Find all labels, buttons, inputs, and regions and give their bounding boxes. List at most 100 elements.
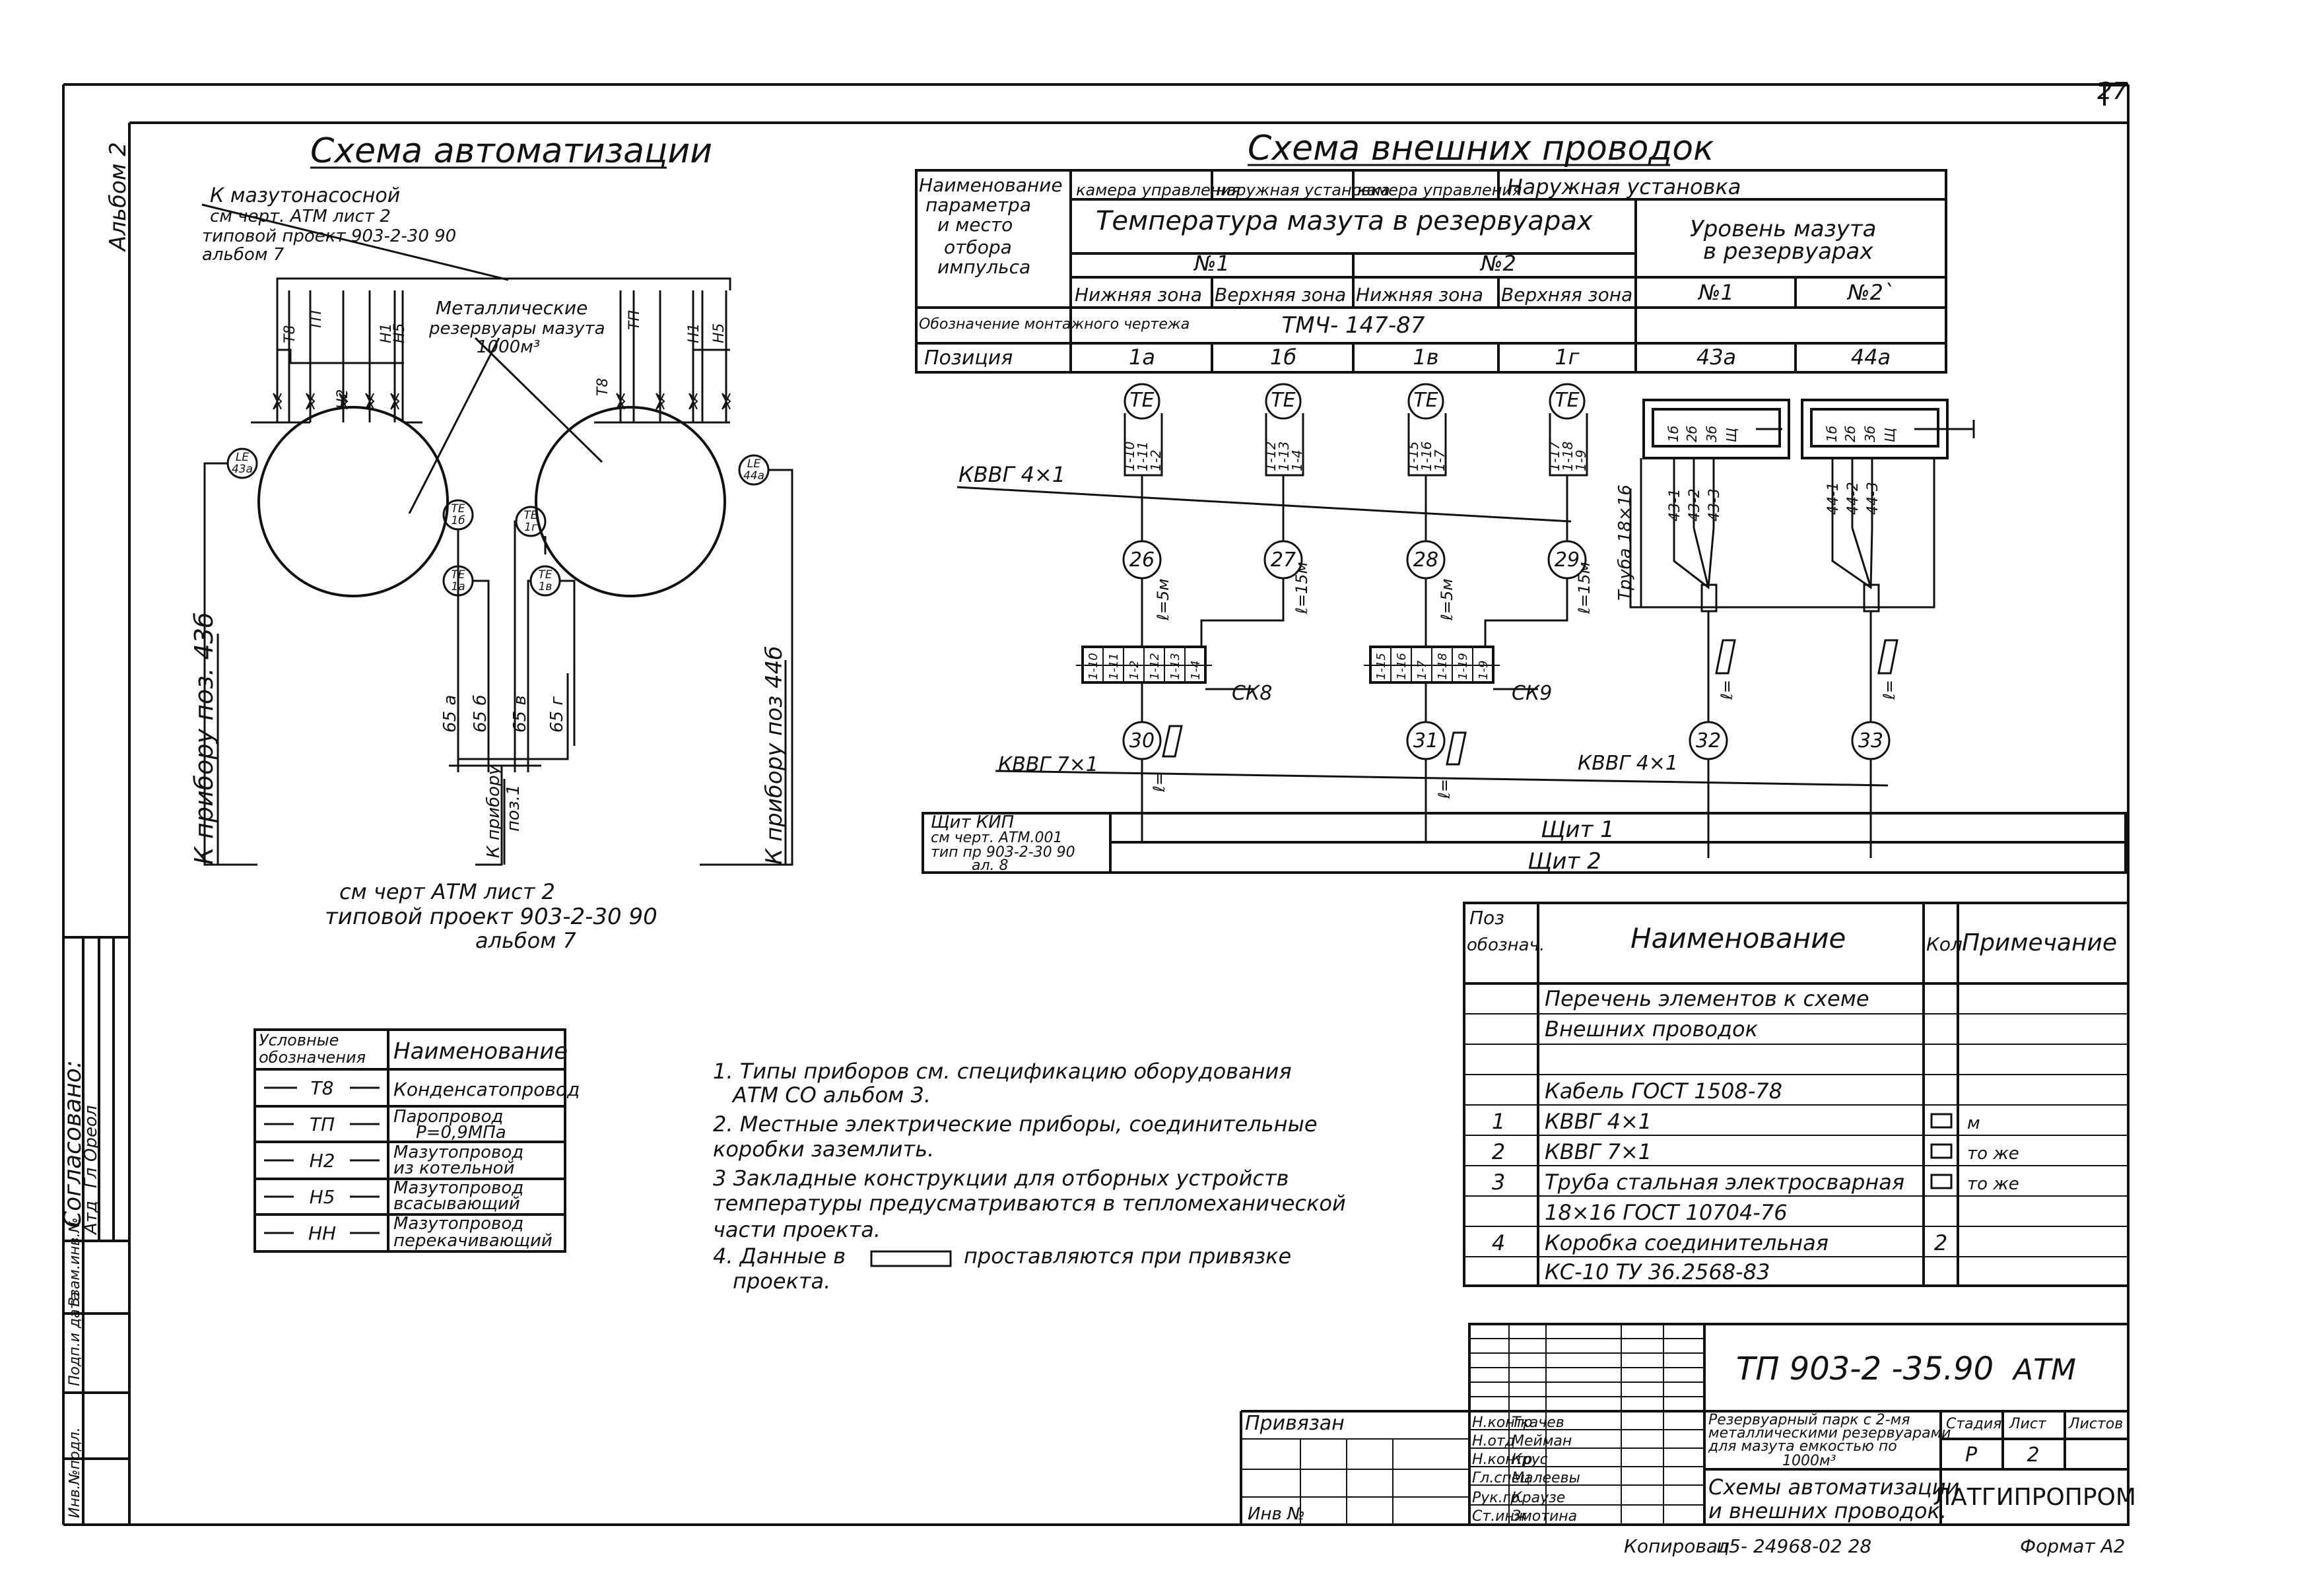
bottom-note-3: альбом 7 bbox=[475, 928, 577, 953]
cable-33-len: ℓ= bbox=[1880, 680, 1898, 700]
legend-name-n5-2: всасывающий bbox=[393, 1194, 520, 1214]
legend-name-n5-1: Мазутопровод bbox=[393, 1178, 523, 1198]
note-2-b: коробки заземлить. bbox=[713, 1137, 934, 1162]
svg-text:LE: LE bbox=[236, 451, 249, 464]
sensor-te-1g: ТЕ 1г bbox=[515, 506, 547, 537]
object-3: для мазута емкостью по bbox=[1708, 1438, 1897, 1455]
param-label-1: Наименование bbox=[919, 174, 1063, 196]
pipe-tag-left-4: Н1 bbox=[378, 323, 395, 343]
sheet-title-2: и внешних проводок. bbox=[1708, 1498, 1947, 1523]
box2-term-1: 1-15 bbox=[1374, 653, 1388, 680]
group-level-2: в резервуарах bbox=[1703, 238, 1873, 265]
label-to-pos1-a: К прибору bbox=[484, 764, 504, 858]
spec-row-5-note: то же bbox=[1967, 1144, 2019, 1164]
tank-1-label: №1 bbox=[1193, 251, 1230, 276]
note-4-box-symbol bbox=[870, 1250, 952, 1267]
legend-code-n5: Н5 bbox=[310, 1186, 335, 1208]
position-43a: 43а bbox=[1696, 345, 1736, 370]
level-tank-2: №2` bbox=[1846, 280, 1894, 305]
line-tag-65g: 65 г bbox=[547, 696, 567, 733]
role-4: Гл.спец bbox=[1472, 1470, 1530, 1486]
cable-29: 29 bbox=[1555, 549, 1580, 572]
line-tag-65b: 65 б bbox=[471, 695, 490, 733]
te-term-1g-1: 1-17 bbox=[1547, 441, 1562, 471]
legend-col1-a: Условные bbox=[259, 1031, 339, 1049]
level2-term-4: Щ bbox=[1882, 428, 1898, 442]
tank-left bbox=[257, 406, 449, 597]
spec-head-name: Наименование bbox=[1630, 922, 1846, 954]
position-1v: 1в bbox=[1413, 345, 1438, 370]
spec-head-pos-1: Поз bbox=[1469, 907, 1504, 929]
legend-col1-b: обозначения bbox=[259, 1048, 366, 1067]
panel-2: Щит 2 bbox=[1528, 848, 1601, 875]
level-tank-1: №1 bbox=[1697, 280, 1734, 305]
wire-43-3: 43-3 bbox=[1706, 488, 1723, 521]
note-4-a: 4. Данные в bbox=[713, 1244, 846, 1269]
te-term-1g-2: 1-18 bbox=[1560, 442, 1576, 471]
object-4: 1000м³ bbox=[1782, 1453, 1836, 1469]
cable-31: 31 bbox=[1413, 729, 1438, 752]
param-label-3: и место bbox=[937, 214, 1013, 236]
cable-29-len: ℓ=15м bbox=[1575, 562, 1594, 615]
level2-term-1: 1б bbox=[1824, 426, 1840, 442]
wiring-header-table: Схема внешних проводок Наименование bbox=[915, 129, 1947, 374]
box-label-sk9: СК9 bbox=[1512, 682, 1552, 705]
svg-text:1в: 1в bbox=[539, 580, 553, 593]
box2-term-6: 1-9 bbox=[1477, 661, 1491, 680]
pump-note-4: альбом 7 bbox=[202, 245, 285, 265]
param-label-4: отбора bbox=[944, 236, 1012, 258]
wire-44-1: 44-1 bbox=[1825, 482, 1842, 515]
legend-name-n2-2: из котельной bbox=[393, 1158, 515, 1178]
name-4: Малеевы bbox=[1512, 1470, 1580, 1486]
wiring-diagram: КВВГ 4×1 ТЕ ТЕ Т bbox=[922, 383, 2127, 875]
loc-4: Наружная установка bbox=[1507, 174, 1741, 199]
stamp-code: ТП 903-2 -35.90 bbox=[1736, 1350, 1994, 1387]
note-2-a: 2. Местные электрические приборы, соедин… bbox=[713, 1112, 1318, 1137]
legend-name-tp-1: Паропровод bbox=[393, 1107, 504, 1127]
name-6: Змотина bbox=[1512, 1508, 1577, 1525]
name-1: Ткачев bbox=[1512, 1414, 1564, 1431]
name-2: Мейман bbox=[1512, 1433, 1572, 1449]
spec-row-1-name: Внешних проводок bbox=[1545, 1016, 1759, 1042]
wire-43-1: 43-1 bbox=[1667, 488, 1683, 521]
role-5: Рук.гр. bbox=[1472, 1490, 1524, 1506]
wiring-title: Схема внешних проводок bbox=[1248, 129, 1714, 168]
box2-term-3: 1-7 bbox=[1415, 660, 1429, 680]
te-term-1a-3: 1-2 bbox=[1148, 449, 1164, 471]
pipe-tag-right-2: ТП bbox=[626, 310, 643, 330]
loc-2: наружная установка bbox=[1216, 181, 1390, 199]
note-1-a: 1. Типы приборов см. спецификацию оборуд… bbox=[713, 1059, 1292, 1084]
name-3: Крус bbox=[1512, 1451, 1548, 1468]
position-44a: 44а bbox=[1851, 345, 1891, 370]
stage-value: Р bbox=[1965, 1444, 1978, 1467]
album-mark: Альбом 2 bbox=[105, 142, 131, 252]
spec-row-3-name: Кабель ГОСТ 1508-78 bbox=[1545, 1079, 1782, 1104]
cable-30: 30 bbox=[1129, 729, 1155, 752]
svg-text:ТЕ: ТЕ bbox=[523, 509, 537, 522]
box-label-sk8: СК8 bbox=[1232, 682, 1272, 705]
svg-text:1г: 1г bbox=[524, 521, 537, 534]
cable-type-top: КВВГ 4×1 bbox=[958, 462, 1065, 487]
spec-row-6-pos: 3 bbox=[1492, 1170, 1505, 1195]
box1-term-1: 1-10 bbox=[1087, 653, 1100, 680]
box2-term-5: 1-19 bbox=[1456, 653, 1470, 680]
stamp-mark: АТМ bbox=[2011, 1353, 2076, 1387]
cable-28-len: ℓ=5м bbox=[1438, 579, 1456, 621]
cable-type-mid: КВВГ 7×1 bbox=[998, 753, 1098, 776]
note-1-b: АТМ СО альбом 3. bbox=[731, 1082, 931, 1108]
level2-term-3: 3б bbox=[1862, 426, 1878, 442]
wire-44-3: 44-3 bbox=[1865, 482, 1881, 515]
te-term-1b-1: 1-12 bbox=[1263, 442, 1279, 471]
cable-28: 28 bbox=[1413, 549, 1438, 572]
tank-note-1: Металлические bbox=[436, 297, 588, 319]
te-1g: ТЕ bbox=[1555, 389, 1579, 412]
zone-4: Верхняя зона bbox=[1501, 284, 1632, 306]
level1-term-1: 1б bbox=[1665, 426, 1681, 442]
label-to-44b: К прибору поз 44б bbox=[761, 646, 788, 865]
sheet-title-1: Схемы автоматизации bbox=[1708, 1475, 1959, 1500]
format-note: Формат А2 bbox=[2020, 1535, 2125, 1557]
sheets-label: Листов bbox=[2068, 1416, 2123, 1432]
line-tag-65a: 65 а bbox=[440, 695, 460, 733]
panel-note-4: ал. 8 bbox=[972, 857, 1009, 874]
pipe-tag-left-1: Т8 bbox=[282, 325, 298, 343]
